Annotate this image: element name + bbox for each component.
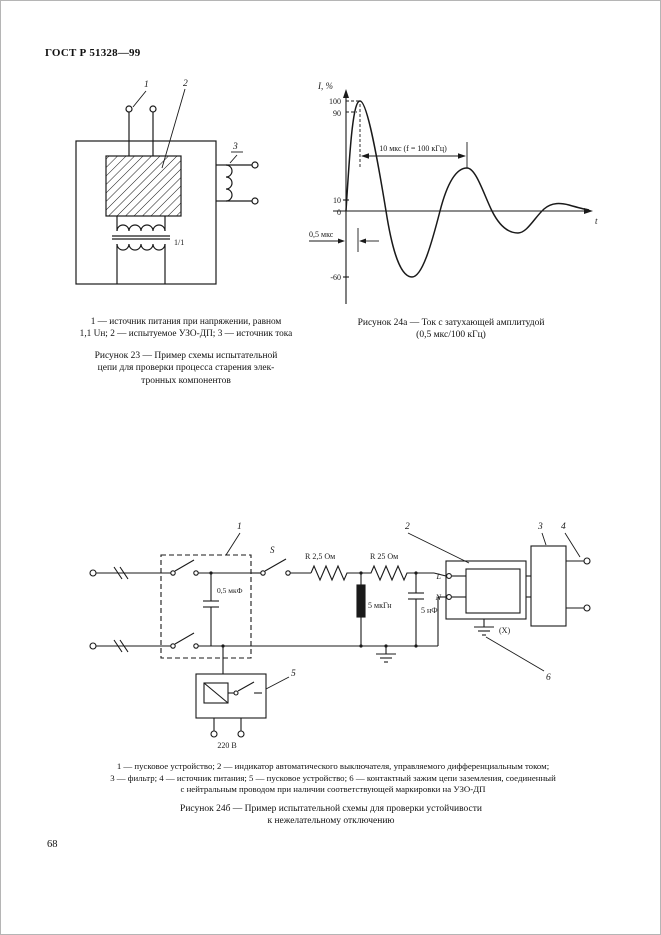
caption-line: Рисунок 24а — Ток с затухающей амплитудо…: [357, 318, 545, 328]
fig24a-tick-100: 100: [329, 97, 341, 106]
legend-line: 3 — фильтр; 4 — источник питания; 5 — пу…: [110, 772, 556, 783]
caption-line: (0,5 мкс/100 кГц): [416, 330, 486, 341]
fig24a-annotation-arrowheads: [338, 153, 466, 244]
fig24a-tick-0: 0: [337, 208, 341, 217]
fig24a-damped-current-curve: [345, 100, 590, 278]
fig24a-axes: [333, 94, 589, 304]
legend-line: 1 — источник питания при напряжении, рав…: [90, 317, 282, 327]
legend-line: 1,1 Uн; 2 — испытуемое УЗО-ДП; 3 — источ…: [79, 329, 293, 340]
fig24a-y-axis-label: I, %: [317, 81, 333, 91]
fig24b-callout-2: 2: [405, 522, 410, 532]
fig24b-callout-1: 1: [237, 522, 242, 532]
fig23-callout-3: 3: [232, 142, 238, 152]
fig23-callout-2: 2: [183, 79, 188, 89]
fig24b-capacitor2-label: 5 нФ: [421, 606, 438, 615]
fig24b-callout-4: 4: [561, 522, 566, 532]
caption-line: к нежелательному отключению: [267, 816, 395, 827]
figure-24a-graph: I, % t 100 90 10 0 -60 10 мкс (f = 100 к…: [309, 81, 598, 304]
caption-line: тронных компонентов: [141, 375, 231, 386]
fig24b-resistor1-label: R 2,5 Ом: [305, 552, 335, 561]
fig24a-period-annotation: 10 мкс (f = 100 кГц): [379, 144, 447, 153]
fig23-ratio-label: 1/1: [174, 238, 184, 247]
fig24a-tick-10: 10: [333, 196, 341, 205]
fig24b-inductor-label: 5 мкГн: [368, 601, 392, 610]
fig24b-capacitor1-label: 0,5 мкФ: [217, 586, 243, 595]
caption-line: цепи для проверки процесса старения элек…: [97, 363, 275, 374]
fig24a-annotation-lines: [309, 100, 468, 252]
fig24b-supply-voltage-label: 220 В: [217, 741, 236, 750]
fig24b-callout-5: 5: [291, 669, 296, 679]
fig24b-switch-label: S: [270, 545, 275, 555]
caption-line: Рисунок 23 — Пример схемы испытательной: [94, 351, 278, 361]
legend-line: 1 — пусковое устройство; 2 — индикатор а…: [116, 761, 550, 771]
fig24a-x-axis-label: t: [595, 216, 598, 226]
figure-23-schematic: 1 2 3 1/1: [75, 79, 259, 285]
fig24b-junction-dots: [209, 571, 418, 648]
fig24b-callout-3: 3: [537, 522, 543, 532]
fig23-circuit-lines: [75, 88, 259, 285]
figure-24b-caption: Рисунок 24б — Пример испытательной схемы…: [76, 803, 586, 828]
fig24a-tick-minus60: -60: [330, 273, 341, 282]
fig24b-x-mark-label: (X): [499, 626, 510, 635]
figure-24a-caption: Рисунок 24а — Ток с затухающей амплитудо…: [306, 317, 596, 342]
figure-24b-legend: 1 — пусковое устройство; 2 — индикатор а…: [54, 761, 612, 796]
figure-23-caption: Рисунок 23 — Пример схемы испытательной …: [41, 350, 331, 387]
fig24b-terminal-n-label: N: [435, 593, 442, 602]
fig23-callout-1: 1: [144, 80, 149, 90]
document-header: ГОСТ Р 51328—99: [45, 47, 141, 59]
figure-23-legend: 1 — источник питания при напряжении, рав…: [41, 316, 331, 340]
fig24b-circuit-lines: [89, 532, 591, 738]
fig24b-resistor2-label: R 25 Ом: [370, 552, 398, 561]
legend-line: с нейтральным проводом при наличии соотв…: [180, 784, 486, 795]
fig24a-tick-90: 90: [333, 109, 341, 118]
fig24b-callout-6: 6: [546, 673, 551, 683]
figure-24b-schematic: 1 2 3 4 5 6 S R 2,5 Ом R 25 Ом 0,5 мкФ 5…: [89, 522, 591, 750]
caption-line: Рисунок 24б — Пример испытательной схемы…: [180, 804, 482, 814]
fig24a-rise-annotation: 0,5 мкс: [309, 230, 334, 239]
fig24b-terminal-l-label: L: [436, 572, 442, 581]
page-number: 68: [47, 839, 58, 850]
